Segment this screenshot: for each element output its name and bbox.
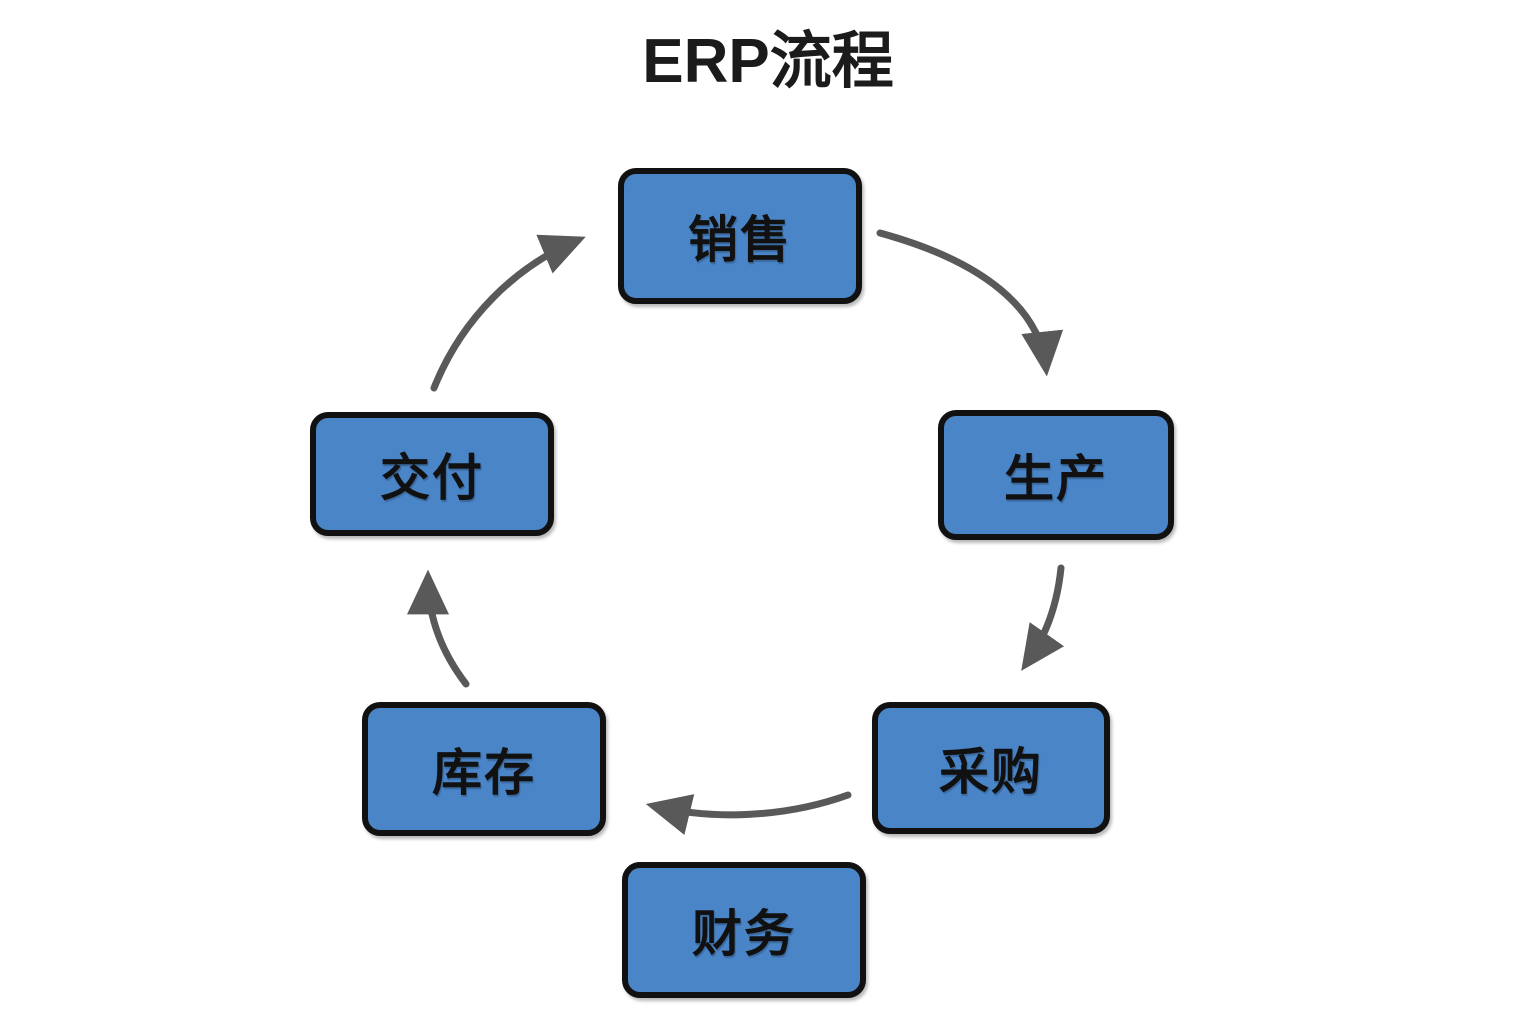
arrow-production-to-purchase [1021,564,1065,671]
arrow-delivery-to-sales [430,234,586,392]
node-sales-label: 销售 [688,212,792,268]
arrow-purchase-to-inventory [645,791,852,835]
node-inventory-label: 库存 [432,745,536,801]
page-title: ERP流程 [642,27,894,96]
node-delivery[interactable]: 交付 [310,412,554,536]
node-production-label: 生产 [1004,451,1108,507]
arrow-sales-to-production [876,229,1064,377]
node-purchase[interactable]: 采购 [872,702,1110,834]
node-finance-label: 财务 [692,906,796,962]
node-sales[interactable]: 销售 [618,168,862,304]
node-finance[interactable]: 财务 [622,862,866,998]
node-purchase-label: 采购 [939,744,1043,800]
node-inventory[interactable]: 库存 [362,702,606,836]
node-delivery-label: 交付 [380,450,484,506]
node-production[interactable]: 生产 [938,410,1174,540]
arrow-inventory-to-delivery [407,569,470,688]
